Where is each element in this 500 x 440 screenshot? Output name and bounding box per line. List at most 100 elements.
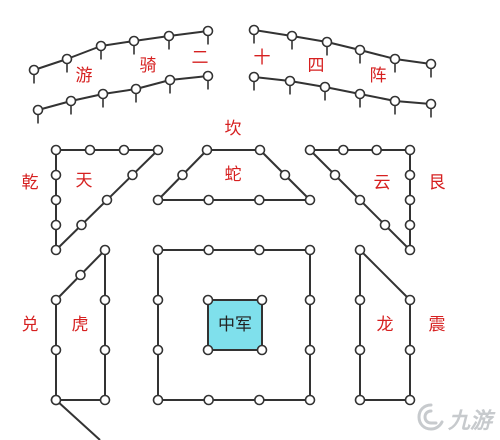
yun-node — [371, 144, 382, 156]
long-node — [354, 394, 366, 406]
outer-square-node — [152, 394, 164, 406]
cavalry-node — [163, 30, 175, 42]
outer-square-node — [254, 394, 265, 406]
label-hu: 虎 — [72, 315, 89, 335]
cavalry-node — [32, 104, 44, 116]
hu-node — [99, 344, 111, 356]
cavalry-node — [248, 24, 260, 36]
cavalry-node — [284, 75, 296, 87]
cavalry-arc-top-left — [100, 40, 135, 47]
she-node — [279, 169, 291, 181]
cavalry-node — [164, 74, 176, 86]
cavalry-node — [97, 88, 109, 100]
hu-node — [50, 294, 62, 306]
hu-node — [75, 269, 86, 281]
she-node — [254, 194, 265, 206]
long-node — [354, 244, 366, 256]
she-node — [254, 144, 266, 156]
watermark: 九游 — [416, 402, 492, 436]
tian-node — [50, 219, 62, 231]
tian-node — [127, 169, 138, 181]
label-she: 蛇 — [225, 165, 242, 185]
partial-node — [50, 394, 62, 406]
cavalry-arc-top-left — [168, 30, 209, 37]
she-node — [177, 169, 188, 181]
cavalry-arc-bottom-right — [289, 80, 326, 88]
center-node — [202, 294, 214, 306]
swirl-logo-icon — [416, 402, 446, 436]
cavalry-arc-bottom-left — [169, 75, 209, 81]
yun-node — [404, 194, 416, 206]
outer-square-node — [304, 294, 316, 306]
cavalry-arc-top-left — [33, 58, 68, 71]
hu-node — [99, 294, 111, 306]
label-yun: 云 — [374, 173, 391, 193]
yun-node — [354, 194, 366, 206]
tian-node — [50, 194, 62, 206]
cavalry-arc-top-left — [66, 45, 102, 60]
cavalry-node — [95, 40, 107, 52]
cavalry-arc-bottom-left — [135, 79, 171, 90]
cavalry-arc-bottom-right — [394, 100, 432, 105]
label-center: 中军 — [218, 315, 252, 335]
label-si: 四 — [308, 56, 325, 76]
tian-node — [101, 194, 113, 206]
she-node — [152, 194, 164, 206]
formation-nodes — [28, 24, 437, 406]
hu-node — [50, 344, 62, 356]
cavalry-node — [286, 30, 298, 42]
watermark-text: 九游 — [447, 409, 492, 434]
she-node — [304, 194, 316, 206]
partial-edge — [55, 399, 101, 440]
hu-node — [99, 394, 111, 406]
cavalry-node — [389, 53, 401, 65]
label-long: 龙 — [377, 315, 394, 335]
yun-node — [404, 169, 416, 181]
label-you: 游 — [76, 66, 93, 86]
tian-node — [50, 169, 62, 181]
long-node — [404, 294, 416, 306]
outer-square-node — [304, 344, 316, 356]
label-tian: 天 — [76, 171, 93, 191]
label-dui: 兑 — [22, 315, 39, 335]
tian-node — [50, 244, 62, 256]
tian-node — [50, 144, 62, 156]
cavalry-arc-top-right — [394, 58, 432, 65]
yun-node — [404, 219, 416, 231]
cavalry-arc-bottom-right — [324, 86, 361, 95]
center-node — [202, 344, 214, 356]
cavalry-node — [202, 25, 214, 37]
outer-square-node — [304, 394, 316, 406]
cavalry-node — [65, 95, 77, 107]
hu-node — [99, 244, 111, 256]
cavalry-arc-top-left — [133, 35, 170, 42]
cavalry-node — [28, 64, 40, 76]
cavalry-node — [61, 53, 73, 65]
tian-node — [118, 144, 130, 156]
formation-edges — [33, 29, 432, 440]
tian-node — [76, 219, 87, 231]
outer-square-node — [152, 294, 164, 306]
she-node — [203, 194, 214, 206]
label-qi: 骑 — [140, 56, 157, 76]
yun-node — [404, 144, 416, 156]
cavalry-arc-bottom-right — [359, 93, 396, 102]
center-box — [207, 299, 263, 351]
long-node — [404, 344, 416, 356]
cavalry-node — [130, 83, 142, 95]
label-kan: 坎 — [225, 119, 242, 139]
cavalry-arc-top-right — [359, 49, 396, 60]
cavalry-arc-bottom-left — [102, 88, 137, 95]
tian-node — [84, 144, 96, 156]
label-er: 二 — [192, 48, 209, 68]
long-node — [354, 344, 366, 356]
outer-square-node — [203, 244, 214, 256]
yun-node — [379, 219, 391, 231]
label-shi: 十 — [254, 48, 271, 68]
cavalry-node — [128, 35, 140, 47]
cavalry-node — [354, 88, 366, 100]
outer-square-node — [304, 244, 316, 256]
cavalry-node — [248, 71, 260, 83]
cavalry-arc-bottom-left — [37, 100, 72, 111]
